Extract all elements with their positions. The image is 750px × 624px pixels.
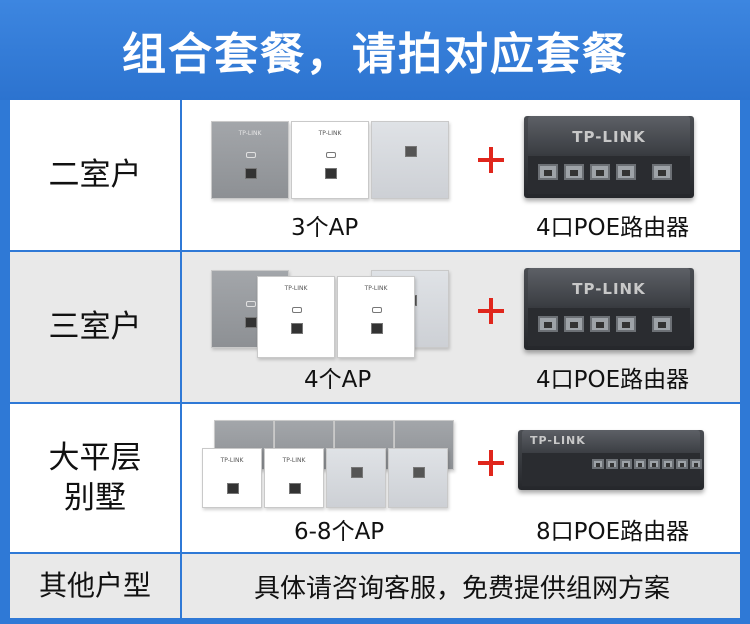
- router-caption: 4口POE路由器: [536, 367, 690, 393]
- ap-port: [227, 483, 239, 494]
- consult-text: 具体请咨询客服，免费提供组网方案: [253, 573, 670, 604]
- package-label-line: 别墅: [64, 480, 126, 516]
- package-content: TP-LINK TP-LINK 3个AP TP-LINK: [184, 100, 740, 250]
- page-title: 组合套餐，请拍对应套餐: [122, 29, 628, 80]
- ap-port: [405, 146, 417, 157]
- router-image: TP-LINK: [524, 116, 694, 198]
- ap-panel-image: [326, 448, 386, 508]
- ap-brand: TP-LINK: [282, 457, 306, 464]
- package-row-other[interactable]: 其他户型 具体请咨询客服，免费提供组网方案: [10, 552, 740, 618]
- ap-panel-image: TP-LINK: [257, 276, 335, 358]
- ap-port: [325, 168, 337, 179]
- ap-led: [326, 152, 336, 158]
- package-content: TP-LINK TP-LINK 6-8个AP TP-LINK: [184, 404, 740, 552]
- ap-brand: TP-LINK: [284, 285, 308, 292]
- ap-brand: TP-LINK: [318, 130, 342, 137]
- ap-port: [413, 467, 425, 478]
- router-caption: 4口POE路由器: [536, 215, 690, 241]
- ap-port: [245, 168, 257, 179]
- package-row-two-room[interactable]: 二室户 TP-LINK TP-LINK 3个AP TP-LINK: [10, 100, 740, 250]
- package-label-cell: 大平层 别墅: [10, 404, 182, 552]
- package-label: 大平层 别墅: [49, 438, 142, 518]
- ap-brand: TP-LINK: [220, 457, 244, 464]
- ap-port: [289, 483, 301, 494]
- plus-icon: [478, 298, 504, 324]
- package-content: 具体请咨询客服，免费提供组网方案: [184, 554, 740, 618]
- router-brand: TP-LINK: [572, 280, 646, 298]
- ap-panel-image: TP-LINK: [202, 448, 262, 508]
- package-label: 三室户: [48, 309, 142, 345]
- package-table: 二室户 TP-LINK TP-LINK 3个AP TP-LINK: [10, 100, 740, 618]
- ap-port: [371, 323, 383, 334]
- ap-caption: 4个AP: [304, 367, 372, 393]
- package-row-villa[interactable]: 大平层 别墅 TP-LINK TP-LINK 6-8个AP: [10, 402, 740, 552]
- router-image: TP-LINK: [524, 268, 694, 350]
- ap-led: [246, 152, 256, 158]
- plus-icon: [478, 450, 504, 476]
- router-image: TP-LINK: [518, 430, 704, 490]
- ap-led: [246, 301, 256, 307]
- ap-brand: TP-LINK: [364, 285, 388, 292]
- ap-panel-image: TP-LINK: [337, 276, 415, 358]
- ap-panel-image: TP-LINK: [291, 121, 369, 199]
- ap-led: [292, 307, 302, 313]
- package-row-three-room[interactable]: 三室户 TP-LINK TP-LINK 4个AP: [10, 250, 740, 402]
- ap-port: [245, 317, 257, 328]
- package-label: 其他户型: [38, 569, 151, 602]
- ap-panel-image: [371, 121, 449, 199]
- ap-panel-image: TP-LINK: [211, 121, 289, 199]
- ap-caption: 6-8个AP: [294, 519, 385, 545]
- package-label-cell: 其他户型: [10, 554, 182, 618]
- router-brand: TP-LINK: [572, 128, 646, 146]
- package-label-line: 大平层: [48, 440, 142, 476]
- package-label-cell: 二室户: [10, 100, 182, 250]
- ap-panel-image: [388, 448, 448, 508]
- package-label-cell: 三室户: [10, 252, 182, 402]
- page-header: 组合套餐，请拍对应套餐: [0, 0, 750, 100]
- router-brand: TP-LINK: [530, 434, 586, 447]
- ap-port: [351, 467, 363, 478]
- ap-panel-image: TP-LINK: [264, 448, 324, 508]
- ap-port: [291, 323, 303, 334]
- ap-brand: TP-LINK: [238, 130, 262, 137]
- package-label: 二室户: [48, 157, 142, 193]
- package-content: TP-LINK TP-LINK 4个AP TP-LINK: [184, 252, 740, 402]
- plus-icon: [478, 147, 504, 173]
- ap-led: [372, 307, 382, 313]
- router-caption: 8口POE路由器: [536, 519, 690, 545]
- ap-caption: 3个AP: [291, 215, 359, 241]
